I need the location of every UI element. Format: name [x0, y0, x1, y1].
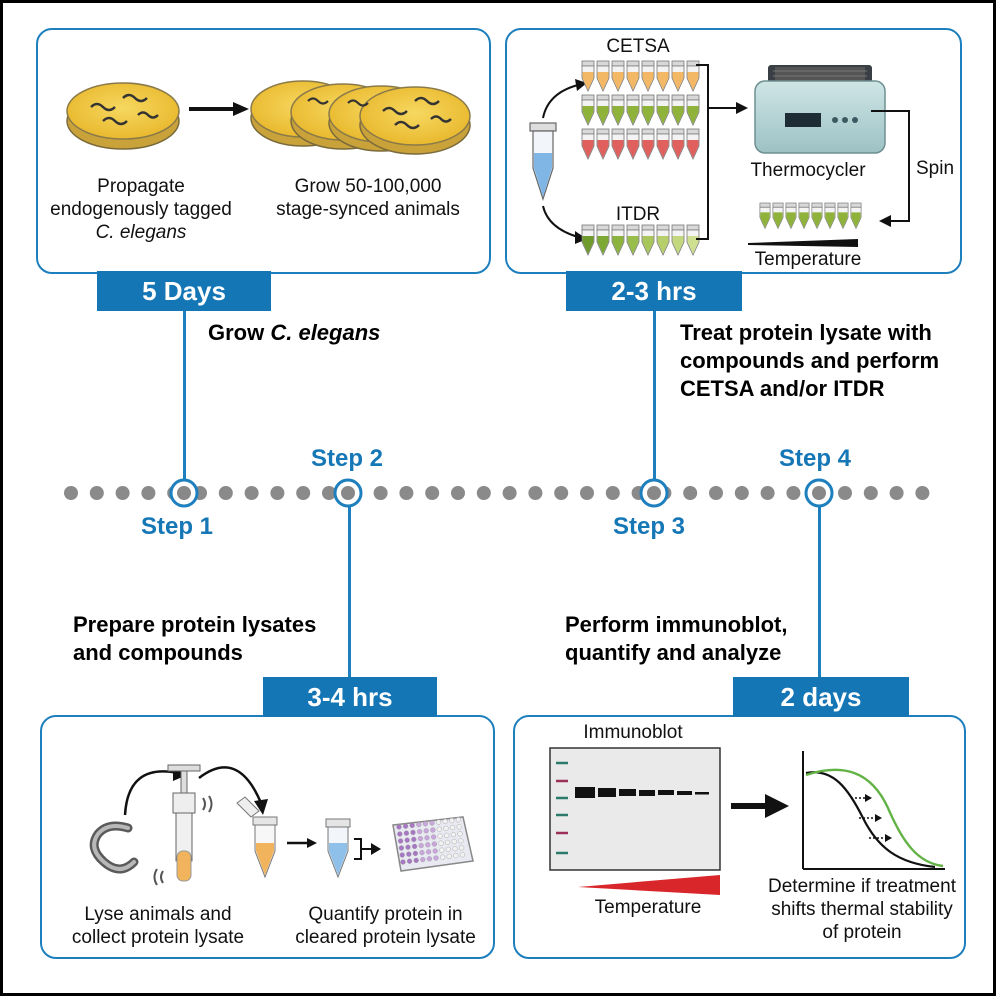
timeline-dot [425, 486, 440, 500]
grow-line2: stage-synced animals [276, 199, 460, 220]
step2-label: Step 2 [311, 445, 384, 472]
quantify-line1: Quantify protein in [308, 904, 463, 925]
step4-label: Step 4 [779, 445, 852, 472]
timeline-step2-marker [333, 478, 363, 508]
timeline-dot [889, 486, 904, 500]
quantify-caption: Quantify protein in cleared protein lysa… [278, 903, 493, 949]
step1-desc-prefix: Grow [208, 320, 271, 345]
step1-label: Step 1 [141, 513, 214, 540]
duration-tab-grow: 5 Days [97, 271, 271, 311]
timeline-dot [709, 486, 723, 500]
step4-desc-line2: quantify and analyze [565, 640, 782, 665]
spin-label: Spin [915, 158, 955, 179]
itdr-label: ITDR [615, 204, 661, 225]
step3-desc-line2: compounds and perform [680, 348, 940, 373]
grow-line1: Grow 50-100,000 [294, 176, 442, 197]
step4-description: Perform immunoblot, quantify and analyze [565, 611, 825, 667]
timeline-dot [786, 486, 801, 500]
duration-tab-assay: 2-3 hrs [566, 271, 742, 311]
timeline-dot [812, 486, 827, 500]
timeline-dot [347, 486, 362, 500]
quantify-line2: cleared protein lysate [295, 927, 476, 948]
timeline-dot [167, 486, 182, 500]
connector-step4 [818, 507, 821, 679]
step4-desc-line1: Perform immunoblot, [565, 612, 788, 637]
timeline-dot [64, 486, 78, 500]
connector-step2 [348, 507, 351, 679]
timeline-dot [244, 486, 259, 500]
timeline-dot [451, 486, 465, 500]
timeline-dot [657, 486, 672, 500]
timeline-dot [554, 486, 569, 500]
lyse-line2: collect protein lysate [71, 927, 245, 948]
timeline-dot [115, 486, 130, 500]
lyse-line1: Lyse animals and [84, 904, 232, 925]
duration-tab-analysis: 2 days [733, 677, 909, 717]
step2-description: Prepare protein lysates and compounds [73, 611, 343, 667]
timeline-dot [502, 486, 517, 500]
cetsa-label: CETSA [606, 36, 670, 57]
timeline-dot [838, 486, 852, 500]
timeline-dot [760, 486, 775, 500]
timeline-dot [296, 486, 311, 500]
assay-panel [505, 28, 962, 274]
thermocycler-label: Thermocycler [750, 160, 866, 181]
immunoblot-label: Immunoblot [583, 722, 683, 743]
lyse-caption: Lyse animals and collect protein lysate [48, 903, 268, 949]
determine-caption: Determine if treatment shifts thermal st… [751, 875, 973, 944]
propagate-line1: Propagate [97, 176, 185, 197]
timeline-dot [528, 486, 543, 500]
step1-desc-species: C. elegans [270, 320, 381, 345]
step3-desc-line1: Treat protein lysate with [680, 320, 932, 345]
timeline-dot [399, 486, 414, 500]
connector-step1 [183, 311, 186, 483]
timeline-dot [683, 486, 698, 500]
timeline-dot [631, 486, 646, 500]
timeline-dot [270, 486, 285, 500]
timeline-dot [734, 486, 749, 500]
timeline-step1-marker [169, 478, 199, 508]
step2-desc-line1: Prepare protein lysates [73, 612, 317, 637]
timeline-dot [605, 486, 620, 500]
timeline-dot [218, 486, 233, 500]
propagate-line2: endogenously tagged [50, 199, 232, 220]
timeline-dot [915, 486, 930, 500]
duration-tab-lysate: 3-4 hrs [263, 677, 437, 717]
timeline-dot [863, 486, 878, 500]
assay-temperature-label: Temperature [754, 249, 862, 270]
step3-label: Step 3 [613, 513, 686, 540]
step3-description: Treat protein lysate with compounds and … [680, 319, 980, 403]
connector-step3 [653, 311, 656, 483]
step3-desc-line3: CETSA and/or ITDR [680, 376, 885, 401]
analysis-temperature-label: Temperature [594, 897, 702, 918]
timeline-dot [476, 486, 491, 500]
determine-line1: Determine if treatment [768, 876, 956, 897]
determine-line3: of protein [822, 922, 902, 943]
step1-description: Grow C. elegans [208, 319, 468, 347]
timeline-dot [580, 486, 594, 500]
timeline-step3-marker [639, 478, 669, 508]
timeline-dot [373, 486, 388, 500]
propagate-caption: Propagate endogenously tagged C. elegans [36, 175, 246, 244]
propagate-line3: C. elegans [95, 222, 187, 243]
timeline-dot [193, 486, 207, 500]
timeline-dot [89, 486, 104, 500]
timeline-dot [322, 486, 336, 500]
step2-desc-line2: and compounds [73, 640, 243, 665]
determine-line2: shifts thermal stability [771, 899, 953, 920]
timeline-step4-marker [804, 478, 834, 508]
grow-caption: Grow 50-100,000 stage-synced animals [258, 175, 478, 221]
timeline-dot [141, 486, 156, 500]
